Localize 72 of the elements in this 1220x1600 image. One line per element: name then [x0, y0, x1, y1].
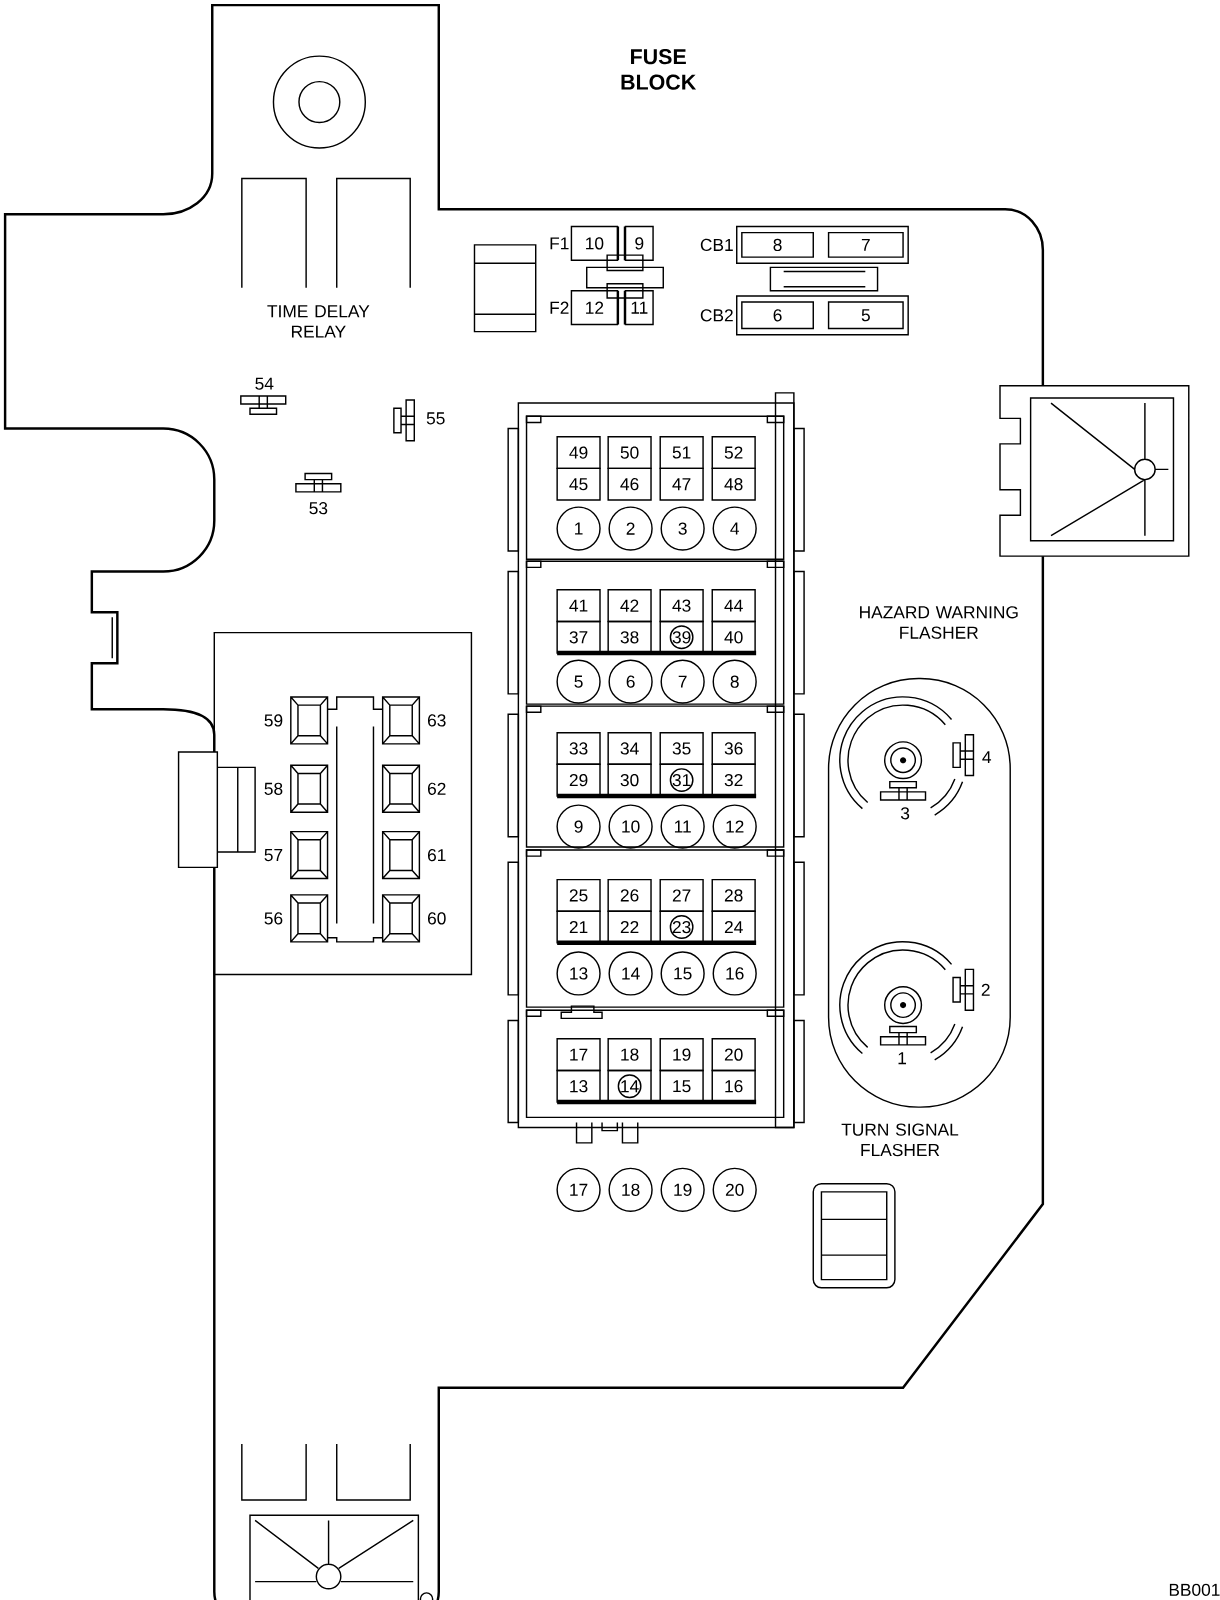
fuse-cavity: 20 — [711, 1038, 756, 1072]
fuse-slot: 8 — [740, 231, 814, 258]
component-label: HAZARD WARNING FLASHER — [859, 606, 1018, 639]
terminal-number: 2 — [981, 983, 990, 996]
fuse-slot: 5 — [827, 301, 904, 330]
fuse-cavity: 29 — [556, 763, 601, 797]
fuse-cavity: 19 — [659, 1038, 704, 1072]
component-label: TURN SIGNAL FLASHER — [841, 1123, 958, 1157]
fuse-cavity: 30 — [607, 763, 652, 797]
fuse-cavity: 17 — [556, 1038, 601, 1072]
slot-label: F2 — [550, 301, 569, 314]
terminal-number: 55 — [426, 412, 445, 425]
terminal-number: 59 — [264, 714, 283, 727]
fuse-cavity: 21 — [556, 910, 601, 944]
terminal-number: 3 — [900, 807, 909, 820]
fuse-cavity: 28 — [711, 878, 756, 912]
terminal-number: 1 — [898, 1052, 906, 1065]
fuse-cavity: 26 — [607, 878, 652, 912]
fuse-cavity: 41 — [556, 589, 601, 623]
fuse-cavity: 27 — [659, 878, 704, 912]
terminal-number: 62 — [427, 782, 446, 795]
fuse-cavity: 13 — [556, 1069, 601, 1103]
fuse-cavity: 51 — [659, 436, 704, 470]
slot-label: F1 — [550, 237, 569, 250]
fuse-cavity: 32 — [711, 763, 756, 797]
component-label: TIME DELAY RELAY — [267, 305, 370, 338]
fuse-cavity: 44 — [711, 589, 756, 623]
fuse-cavity: 33 — [556, 731, 601, 765]
terminal-number: 54 — [255, 377, 274, 390]
fuse-cavity: 16 — [711, 1069, 756, 1103]
fuse-cavity: 38 — [607, 620, 652, 654]
terminal-number: 63 — [427, 714, 446, 727]
terminal-number: 53 — [309, 502, 328, 515]
fuse-cavity: 49 — [556, 436, 601, 470]
terminal-number: 60 — [427, 912, 446, 925]
fuse-cavity: 45 — [556, 467, 601, 501]
fuse-cavity: 23 — [659, 910, 704, 944]
fuse-cavity: 35 — [659, 731, 704, 765]
fuse-cavity: 24 — [711, 910, 756, 944]
fuse-cavity: 39 — [659, 620, 704, 654]
fuse-cavity: 50 — [607, 436, 652, 470]
fuse-cavity: 14 — [607, 1069, 652, 1103]
terminal-number: 4 — [982, 751, 991, 764]
fuse-cavity: 31 — [659, 763, 704, 797]
fuse-slot: 6 — [740, 301, 814, 330]
fuse-slot: 11 — [624, 290, 654, 326]
fuse-cavity: 18 — [607, 1038, 652, 1072]
fuse-cavity: 36 — [711, 731, 756, 765]
slot-label: CB2 — [700, 309, 733, 322]
fuse-cavity: 34 — [607, 731, 652, 765]
fuse-cavity: 25 — [556, 878, 601, 912]
terminal-number: 57 — [264, 849, 283, 862]
fuse-slot: 10 — [570, 225, 618, 261]
fuse-cavity: 52 — [711, 436, 756, 470]
fuse-cavity: 22 — [607, 910, 652, 944]
title: FUSE BLOCK — [621, 49, 696, 90]
fuse-cavity: 37 — [556, 620, 601, 654]
fuse-cavity: 40 — [711, 620, 756, 654]
fuse-cavity: 48 — [711, 467, 756, 501]
fuse-cavity: 43 — [659, 589, 704, 623]
fuse-cavity: 15 — [659, 1069, 704, 1103]
fuse-slot: 9 — [624, 225, 654, 261]
figure-code: BB001 — [1169, 1583, 1220, 1596]
terminal-number: 61 — [427, 849, 446, 862]
fuse-slot: 7 — [827, 231, 904, 258]
fuse-cavity: 46 — [607, 467, 652, 501]
slot-label: CB1 — [700, 238, 733, 252]
terminal-number: 58 — [264, 782, 283, 795]
terminal-number: 56 — [264, 912, 283, 925]
fuse-slot: 12 — [570, 290, 618, 326]
fuse-cavity: 42 — [607, 589, 652, 623]
fuse-cavity: 47 — [659, 467, 704, 501]
